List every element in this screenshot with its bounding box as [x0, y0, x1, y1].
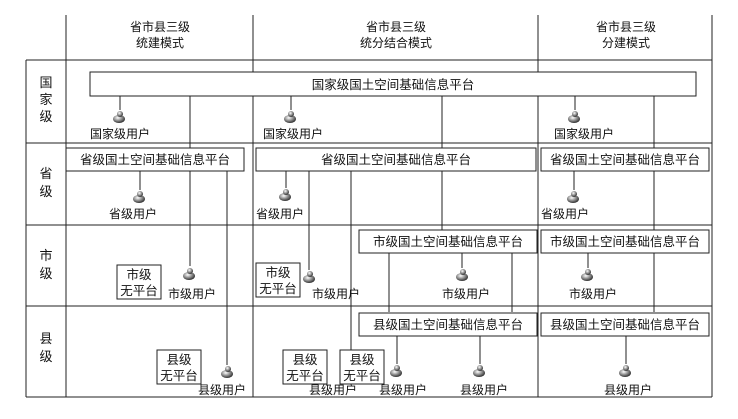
column-header-3: 省市县三级 分建模式	[596, 19, 656, 50]
svg-text:国: 国	[39, 76, 52, 91]
svg-text:无平台: 无平台	[259, 281, 297, 296]
province-user-label-col1: 省级用户	[109, 206, 157, 221]
svg-text:省市县三级: 省市县三级	[596, 19, 656, 34]
province-platform-box-col3: 省级国土空间基础信息平台	[540, 147, 710, 172]
svg-text:市级国土空间基础信息平台: 市级国土空间基础信息平台	[550, 234, 700, 249]
province-platform-box-col1: 省级国土空间基础信息平台	[65, 147, 245, 172]
svg-text:省: 省	[39, 167, 52, 182]
svg-text:省级国土空间基础信息平台: 省级国土空间基础信息平台	[550, 152, 700, 167]
svg-text:统建模式: 统建模式	[136, 36, 184, 50]
svg-text:县级国土空间基础信息平台: 县级国土空间基础信息平台	[550, 317, 700, 332]
user-icon	[473, 365, 485, 377]
user-icon	[568, 111, 580, 123]
svg-text:无平台: 无平台	[286, 368, 324, 383]
county-user-label-col3: 县级用户	[604, 382, 652, 397]
city-user-label-col2b: 市级用户	[442, 286, 490, 301]
county-user-label-col2c: 县级用户	[460, 382, 508, 397]
user-icon	[581, 269, 593, 281]
county-platform-box-col3: 县级国土空间基础信息平台	[540, 312, 710, 337]
svg-text:县级: 县级	[166, 352, 192, 367]
row-header-city: 市 级	[39, 248, 52, 282]
connector-lines	[119, 96, 655, 370]
svg-text:省市县三级: 省市县三级	[130, 19, 190, 34]
column-header-1: 省市县三级 统建模式	[130, 19, 190, 50]
svg-text:分建模式: 分建模式	[602, 36, 650, 50]
svg-text:统分结合模式: 统分结合模式	[360, 35, 432, 50]
svg-text:无平台: 无平台	[160, 368, 198, 383]
province-user-label-col2: 省级用户	[256, 206, 304, 221]
user-icon	[567, 191, 579, 203]
province-platform-box-col2: 省级国土空间基础信息平台	[255, 147, 537, 172]
svg-text:无平台: 无平台	[120, 283, 158, 298]
svg-text:无平台: 无平台	[343, 368, 381, 383]
row-header-national: 国 家 级	[39, 76, 52, 125]
svg-text:省级国土空间基础信息平台: 省级国土空间基础信息平台	[80, 152, 230, 167]
svg-text:县级国土空间基础信息平台: 县级国土空间基础信息平台	[373, 317, 523, 332]
svg-text:省级国土空间基础信息平台: 省级国土空间基础信息平台	[321, 152, 471, 167]
user-icon	[456, 269, 468, 281]
user-icon	[284, 111, 296, 123]
svg-text:市级: 市级	[126, 267, 152, 282]
svg-text:家: 家	[39, 92, 52, 108]
user-icon	[303, 271, 315, 283]
svg-text:市级: 市级	[265, 265, 291, 280]
province-user-label-col3: 省级用户	[541, 206, 589, 221]
county-platform-box-col2: 县级国土空间基础信息平台	[358, 312, 538, 337]
user-icon	[279, 189, 291, 201]
county-user-label-col2b: 县级用户	[379, 382, 427, 397]
svg-text:省市县三级: 省市县三级	[366, 19, 426, 34]
county-no-platform-box-col2a: 县级 无平台	[282, 349, 328, 385]
row-header-county: 县 级	[39, 332, 52, 365]
user-icon	[390, 365, 402, 377]
svg-text:县: 县	[39, 332, 52, 347]
city-user-label-col1: 市级用户	[168, 286, 216, 301]
svg-text:级: 级	[39, 350, 52, 365]
county-no-platform-box-col1: 县级 无平台	[156, 349, 202, 385]
city-user-label-col3: 市级用户	[569, 286, 617, 301]
city-no-platform-box-col2: 市级 无平台	[255, 262, 301, 298]
city-user-label-col2: 市级用户	[312, 286, 360, 301]
svg-text:级: 级	[39, 110, 52, 125]
national-user-label-col3: 国家级用户	[554, 126, 614, 141]
national-user-label-col1: 国家级用户	[90, 126, 150, 141]
svg-text:市级国土空间基础信息平台: 市级国土空间基础信息平台	[373, 234, 523, 249]
svg-text:县级: 县级	[349, 352, 375, 367]
user-icon	[113, 111, 125, 123]
svg-text:国家级国土空间基础信息平台: 国家级国土空间基础信息平台	[312, 77, 475, 92]
user-icon	[133, 191, 145, 203]
row-header-province: 省 级	[39, 167, 52, 200]
county-user-label-col2a: 县级用户	[309, 382, 357, 397]
county-no-platform-box-col2b: 县级 无平台	[339, 349, 385, 385]
svg-text:县级: 县级	[292, 352, 318, 367]
user-icon	[183, 268, 195, 280]
city-platform-box-col2: 市级国土空间基础信息平台	[358, 229, 538, 254]
user-icon	[221, 366, 233, 378]
svg-text:市: 市	[39, 248, 52, 264]
column-header-2: 省市县三级 统分结合模式	[360, 19, 432, 50]
svg-text:级: 级	[39, 267, 52, 282]
city-no-platform-box-col1: 市级 无平台	[116, 264, 162, 300]
national-platform-box: 国家级国土空间基础信息平台	[89, 71, 697, 97]
user-icon	[619, 365, 631, 377]
national-user-label-col2: 国家级用户	[263, 126, 323, 141]
county-user-label-col1: 县级用户	[198, 382, 246, 397]
svg-text:级: 级	[39, 185, 52, 200]
city-platform-box-col3: 市级国土空间基础信息平台	[540, 229, 710, 254]
